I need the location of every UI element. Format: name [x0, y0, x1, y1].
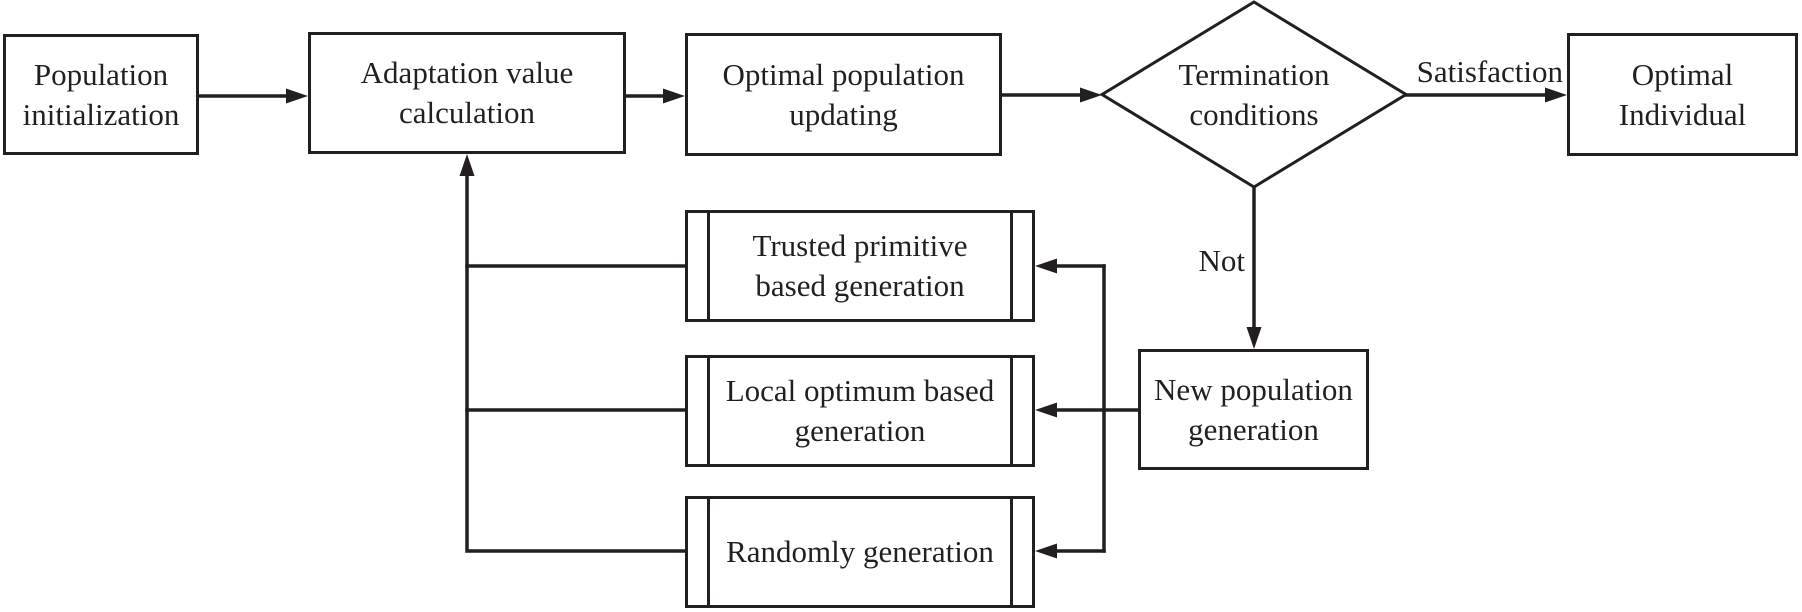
node-adaptation-value-calculation: Adaptation value calculation	[308, 32, 626, 154]
predefined-process-bar-icon	[707, 213, 710, 319]
predefined-process-bar-icon	[1010, 213, 1013, 319]
node-label: Local optimum based generation	[725, 373, 995, 448]
edge-generators-to-adaptation	[465, 174, 687, 553]
arrowhead-left-icon	[1035, 543, 1057, 559]
predefined-process-bar-icon	[1010, 358, 1013, 464]
node-termination-conditions: Termination conditions	[1178, 56, 1330, 132]
edge-label-not: Not	[1198, 243, 1246, 278]
predefined-process-bar-icon	[1010, 499, 1013, 605]
arrowhead-up-icon	[459, 154, 475, 176]
arrowhead-right-icon	[663, 88, 685, 104]
arrowhead-right-icon	[1080, 87, 1102, 103]
node-randomly-generation: Randomly generation	[685, 496, 1035, 608]
node-new-population-generation: New population generation	[1138, 349, 1369, 470]
predefined-process-bar-icon	[707, 358, 710, 464]
arrowhead-left-icon	[1035, 402, 1057, 418]
predefined-process-bar-icon	[707, 499, 710, 605]
arrowhead-right-icon	[1545, 87, 1567, 103]
arrowhead-down-icon	[1246, 327, 1262, 349]
node-label: Randomly generation	[726, 534, 994, 569]
node-label: Trusted primitive based generation	[752, 228, 968, 303]
arrowhead-left-icon	[1035, 258, 1057, 274]
node-optimal-individual: Optimal Individual	[1567, 33, 1798, 156]
edge-label-satisfaction: Satisfaction	[1416, 54, 1563, 89]
node-local-optimum-generation: Local optimum based generation	[685, 355, 1035, 467]
node-trusted-primitive-generation: Trusted primitive based generation	[685, 210, 1035, 322]
node-population-initialization: Population initialization	[3, 34, 199, 155]
arrowhead-right-icon	[286, 88, 308, 104]
node-optimal-population-updating: Optimal population updating	[685, 33, 1002, 156]
